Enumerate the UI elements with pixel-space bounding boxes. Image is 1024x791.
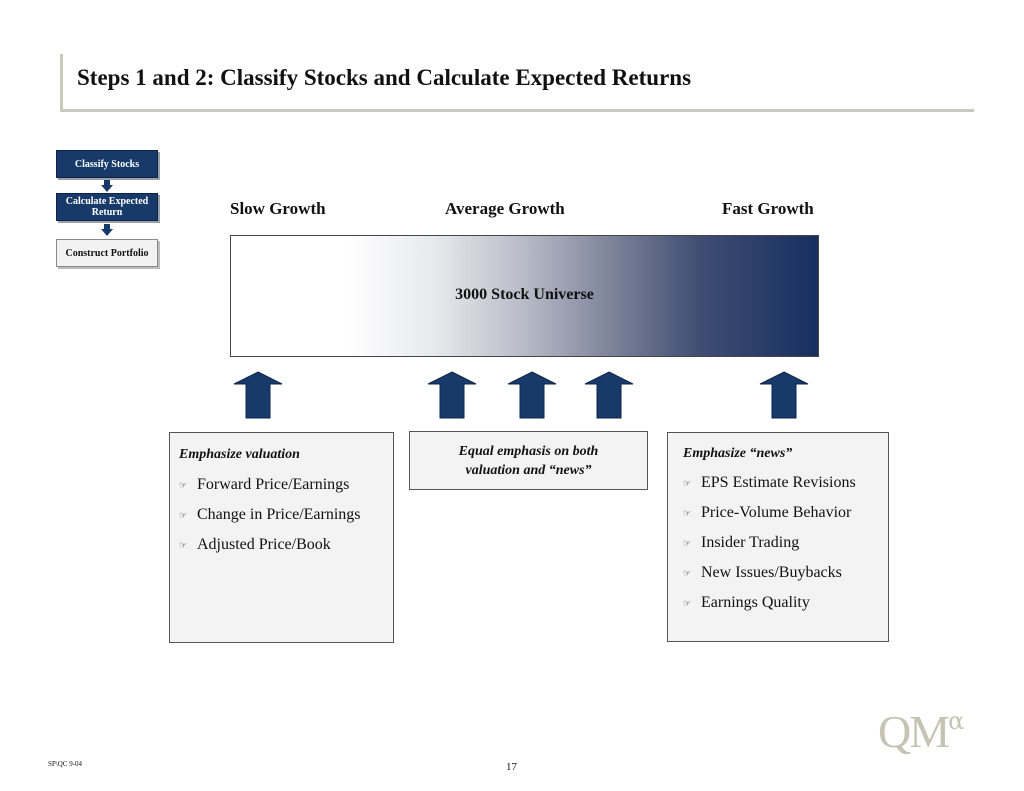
news-panel: Emphasize “news” ☞ EPS Estimate Revision… <box>667 432 889 642</box>
list-item: ☞ Forward Price/Earnings <box>179 476 350 493</box>
stock-universe-bar: 3000 Stock Universe <box>230 235 819 357</box>
qm-logo: QMα <box>878 706 965 757</box>
pointing-hand-icon: ☞ <box>179 539 188 550</box>
up-arrow-icon <box>584 371 634 419</box>
slow-growth-label: Slow Growth <box>230 199 326 218</box>
pointing-hand-icon: ☞ <box>179 509 188 520</box>
list-item: ☞ Change in Price/Earnings <box>179 506 361 523</box>
list-item: ☞ Price-Volume Behavior <box>683 504 852 521</box>
step-classify-stocks: Classify Stocks <box>56 150 158 178</box>
equal-emphasis-heading: Equal emphasis on both valuation and “ne… <box>458 444 599 478</box>
up-arrow-icon <box>233 371 283 419</box>
pointing-hand-icon: ☞ <box>683 597 692 608</box>
pointing-hand-icon: ☞ <box>683 567 692 578</box>
page-number: 17 <box>506 761 517 773</box>
valuation-panel-heading: Emphasize valuation <box>179 447 300 462</box>
pointing-hand-icon: ☞ <box>179 479 188 490</box>
list-item: ☞ New Issues/Buybacks <box>683 564 842 581</box>
up-arrow-icon <box>427 371 477 419</box>
step-down-arrow-icon <box>101 224 113 236</box>
pointing-hand-icon: ☞ <box>683 477 692 488</box>
title-bar: Steps 1 and 2: Classify Stocks and Calcu… <box>60 54 974 112</box>
average-growth-label: Average Growth <box>445 199 565 218</box>
step-calculate-expected-return: Calculate Expected Return <box>56 193 158 221</box>
page-title: Steps 1 and 2: Classify Stocks and Calcu… <box>77 65 692 90</box>
universe-label: 3000 Stock Universe <box>455 286 594 303</box>
document-code: SP\QC 9-04 <box>48 760 83 768</box>
list-item: ☞ Adjusted Price/Book <box>179 536 331 553</box>
pointing-hand-icon: ☞ <box>683 507 692 518</box>
equal-emphasis-panel: Equal emphasis on both valuation and “ne… <box>409 431 648 490</box>
step-down-arrow-icon <box>101 180 113 192</box>
up-arrow-icon <box>507 371 557 419</box>
list-item: ☞ Earnings Quality <box>683 594 810 611</box>
pointing-hand-icon: ☞ <box>683 537 692 548</box>
news-panel-heading: Emphasize “news” <box>683 446 793 461</box>
valuation-panel: Emphasize valuation ☞ Forward Price/Earn… <box>169 432 394 643</box>
up-arrow-icon <box>759 371 809 419</box>
step-construct-portfolio: Construct Portfolio <box>56 239 158 267</box>
list-item: ☞ Insider Trading <box>683 534 800 551</box>
fast-growth-label: Fast Growth <box>722 199 814 218</box>
list-item: ☞ EPS Estimate Revisions <box>683 474 856 491</box>
